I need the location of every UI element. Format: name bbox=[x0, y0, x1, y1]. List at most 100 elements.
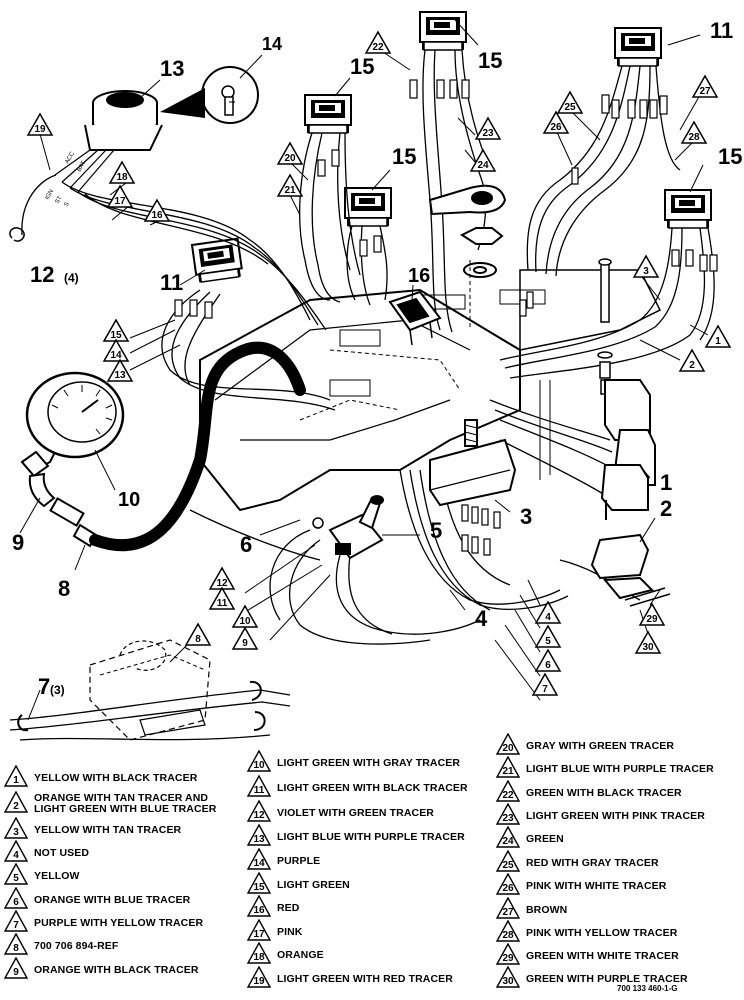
svg-text:5: 5 bbox=[545, 636, 551, 647]
toggle-switch bbox=[312, 495, 384, 560]
wire-callout-triangle: 13 bbox=[106, 358, 134, 382]
terminal-label-ign: IGN bbox=[45, 189, 56, 201]
callout-number: 8 bbox=[58, 576, 70, 601]
svg-text:23: 23 bbox=[482, 128, 494, 139]
rocker-switch-15-c bbox=[419, 11, 467, 51]
rocker-switch-15-b bbox=[344, 187, 392, 227]
svg-text:29: 29 bbox=[646, 614, 658, 625]
svg-text:3: 3 bbox=[643, 266, 649, 277]
svg-text:15: 15 bbox=[110, 330, 122, 341]
wire-callout-triangle: 22 bbox=[364, 30, 392, 54]
callout-number: 15 bbox=[718, 144, 742, 169]
terminal-block bbox=[429, 419, 517, 507]
callout-number: 11 bbox=[710, 18, 733, 43]
rocker-switch-15-a bbox=[304, 94, 352, 134]
svg-text:14: 14 bbox=[110, 350, 122, 361]
throttle-knob-assembly bbox=[428, 184, 507, 330]
svg-text:20: 20 bbox=[284, 153, 296, 164]
svg-text:19: 19 bbox=[34, 124, 46, 135]
svg-text:4: 4 bbox=[545, 612, 551, 623]
wire-callout-triangle: 11 bbox=[208, 586, 236, 610]
wire-callout-triangle: 10 bbox=[231, 604, 259, 628]
wire-callout-triangle: 4 bbox=[534, 600, 562, 624]
wire-callout-triangle: 28 bbox=[680, 120, 708, 144]
terminal-label-acc: ACC bbox=[65, 150, 77, 165]
callout-count: (3) bbox=[50, 683, 65, 697]
cable-clip-detail bbox=[9, 639, 291, 741]
pressure-gauge bbox=[25, 371, 125, 467]
svg-text:7: 7 bbox=[542, 684, 548, 695]
wire-callout-triangle: 3 bbox=[632, 254, 660, 278]
gauge-capillary-tube bbox=[89, 341, 306, 552]
wire-callout-triangle: 2 bbox=[678, 348, 706, 372]
terminal-label-s: S bbox=[64, 202, 71, 208]
callout-number: 9 bbox=[12, 530, 24, 555]
wire-callout-triangle: 14 bbox=[102, 338, 130, 362]
wire-clip bbox=[9, 227, 25, 242]
wire-harness bbox=[21, 49, 715, 645]
svg-text:12: 12 bbox=[216, 578, 228, 589]
callout-number: 11 bbox=[160, 270, 183, 295]
callout-number: 2 bbox=[660, 496, 672, 521]
wire-callout-triangle: 29 bbox=[638, 602, 666, 626]
terminal-label-st: ST bbox=[55, 195, 64, 205]
svg-text:22: 22 bbox=[372, 42, 384, 53]
callout-number: 15 bbox=[392, 144, 416, 169]
wire-callout-triangle: 19 bbox=[26, 112, 54, 136]
wire-callout-triangle: 24 bbox=[469, 148, 497, 172]
wire-callout-triangle: 8 bbox=[184, 622, 212, 646]
svg-text:30: 30 bbox=[642, 642, 654, 653]
wire-callout-triangle: 6 bbox=[534, 648, 562, 672]
svg-text:16: 16 bbox=[151, 210, 163, 221]
svg-text:26: 26 bbox=[550, 122, 562, 133]
wire-callout-triangle: 5 bbox=[534, 624, 562, 648]
wire-callout-triangle: 1 bbox=[704, 324, 732, 348]
callout-number: 7 bbox=[38, 674, 50, 699]
callout-number: 15 bbox=[350, 54, 374, 79]
wire-callout-triangle: 12 bbox=[208, 566, 236, 590]
callout-number: 16 bbox=[408, 265, 430, 287]
wire-callout-triangle: 26 bbox=[542, 110, 570, 134]
wire-callout-triangle: 9 bbox=[231, 626, 259, 650]
wire-callout-triangle: 27 bbox=[691, 74, 719, 98]
rocker-switch-11-right bbox=[614, 27, 662, 67]
relay-block bbox=[590, 379, 671, 607]
svg-text:11: 11 bbox=[217, 598, 228, 609]
svg-text:17: 17 bbox=[114, 196, 126, 207]
ignition-switch bbox=[54, 90, 163, 193]
callout-number: 10 bbox=[118, 489, 140, 511]
svg-text:2: 2 bbox=[689, 360, 695, 371]
wire-callout-triangle: 30 bbox=[634, 630, 662, 654]
wire-callout-triangle: 7 bbox=[531, 672, 559, 696]
svg-text:18: 18 bbox=[116, 172, 128, 183]
wire-callout-triangle: 16 bbox=[143, 198, 171, 222]
callout-number: 5 bbox=[430, 518, 442, 543]
svg-text:13: 13 bbox=[114, 370, 126, 381]
callout-number: 15 bbox=[478, 48, 502, 73]
wire-triangle-callouts: 1918171612111091514132021222324252627283… bbox=[26, 30, 732, 696]
svg-text:28: 28 bbox=[688, 132, 700, 143]
dashboard-panel bbox=[199, 269, 662, 512]
svg-text:10: 10 bbox=[239, 616, 251, 627]
callout-number: 13 bbox=[160, 56, 184, 81]
callout-number: 1 bbox=[660, 470, 672, 495]
wire-callout-triangle: 21 bbox=[276, 173, 304, 197]
svg-text:24: 24 bbox=[477, 160, 489, 171]
callout-number: 4 bbox=[475, 606, 488, 631]
wire-terminals bbox=[174, 79, 718, 556]
callout-number: 14 bbox=[262, 34, 282, 54]
rocker-switch-15-d bbox=[664, 189, 712, 229]
wire-callout-triangle: 23 bbox=[474, 116, 502, 140]
gauge-fitting bbox=[20, 450, 98, 548]
svg-text:25: 25 bbox=[564, 102, 576, 113]
callout-number: 12 bbox=[30, 262, 54, 287]
terminal-label-bat: BAT bbox=[77, 160, 88, 173]
svg-text:9: 9 bbox=[242, 638, 248, 649]
circuit-breaker bbox=[388, 290, 442, 346]
wire-callout-triangle: 20 bbox=[276, 141, 304, 165]
svg-text:1: 1 bbox=[715, 336, 721, 347]
key-detail-callout bbox=[160, 66, 259, 124]
svg-text:27: 27 bbox=[699, 86, 711, 97]
